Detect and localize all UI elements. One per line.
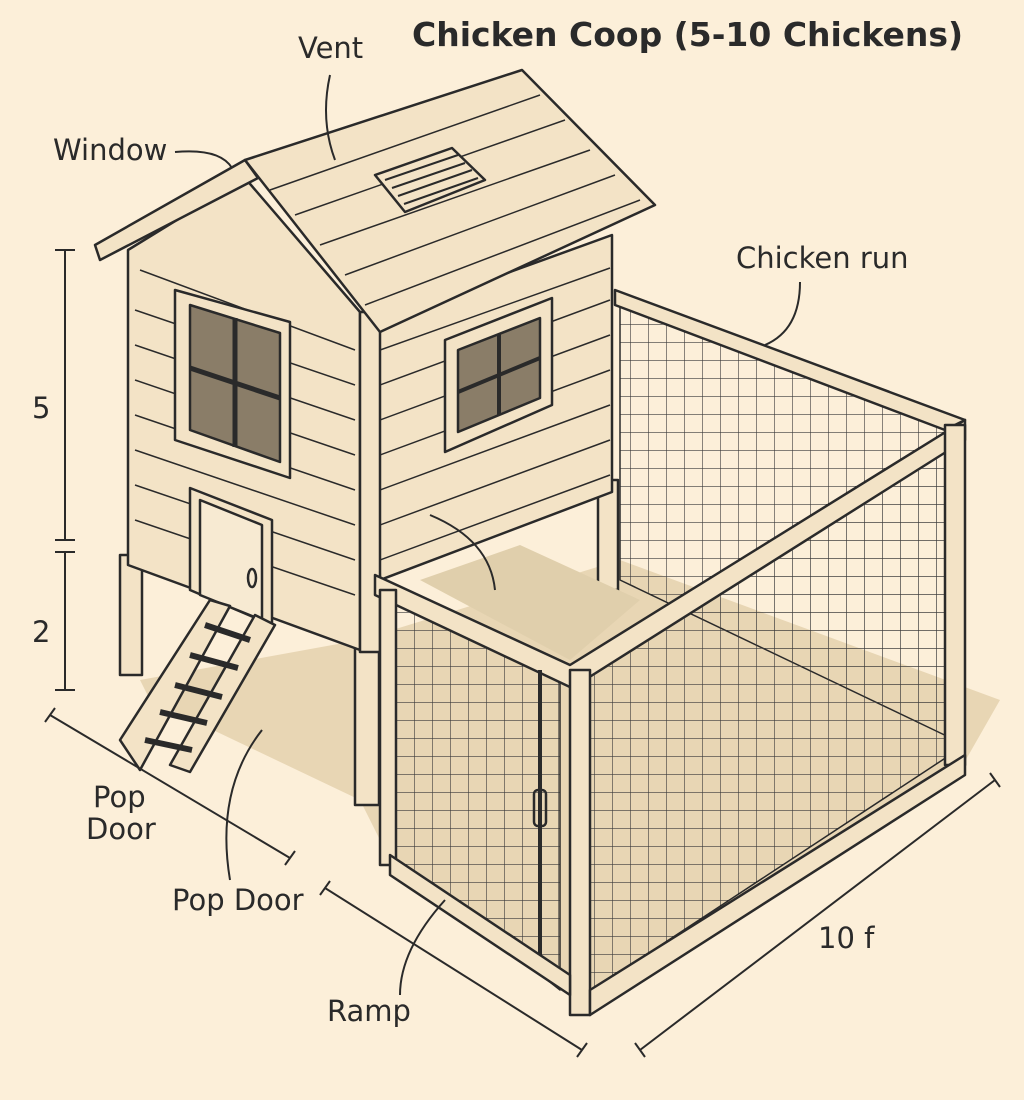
corner-post	[358, 310, 382, 654]
run-gate-bottom	[388, 853, 572, 997]
window-leader	[174, 150, 233, 169]
leg	[118, 553, 144, 677]
run-leader	[764, 281, 801, 346]
gate-latch	[532, 788, 548, 828]
ramp-leader	[399, 899, 446, 996]
run-post	[378, 588, 398, 867]
vent-leader	[325, 74, 336, 161]
run-post	[568, 668, 592, 1017]
label-pop-line2: Door	[86, 812, 156, 846]
dimension-lines	[44, 74, 1001, 1058]
label-ramp: Ramp	[327, 994, 411, 1028]
diagram-title: Chicken Coop (5-10 Chickens)	[412, 15, 964, 54]
roof-vent	[373, 146, 487, 214]
label-height-upper: 5	[32, 391, 51, 425]
run-post	[943, 423, 967, 767]
run-floor	[420, 545, 640, 660]
label-vent: Vent	[298, 31, 364, 65]
ramp	[118, 598, 277, 774]
label-run-length: 10 f	[818, 921, 875, 955]
run-bottom-rail	[588, 753, 967, 1017]
roof	[243, 68, 657, 334]
label-pop-line1: Pop	[93, 780, 146, 814]
floor-leader	[429, 514, 496, 591]
pop-door-leader	[225, 729, 263, 881]
label-pop-door: Pop Door	[172, 883, 304, 917]
label-height-lower: 2	[32, 615, 51, 649]
label-chicken-run: Chicken run	[736, 241, 909, 275]
label-window: Window	[53, 133, 168, 167]
